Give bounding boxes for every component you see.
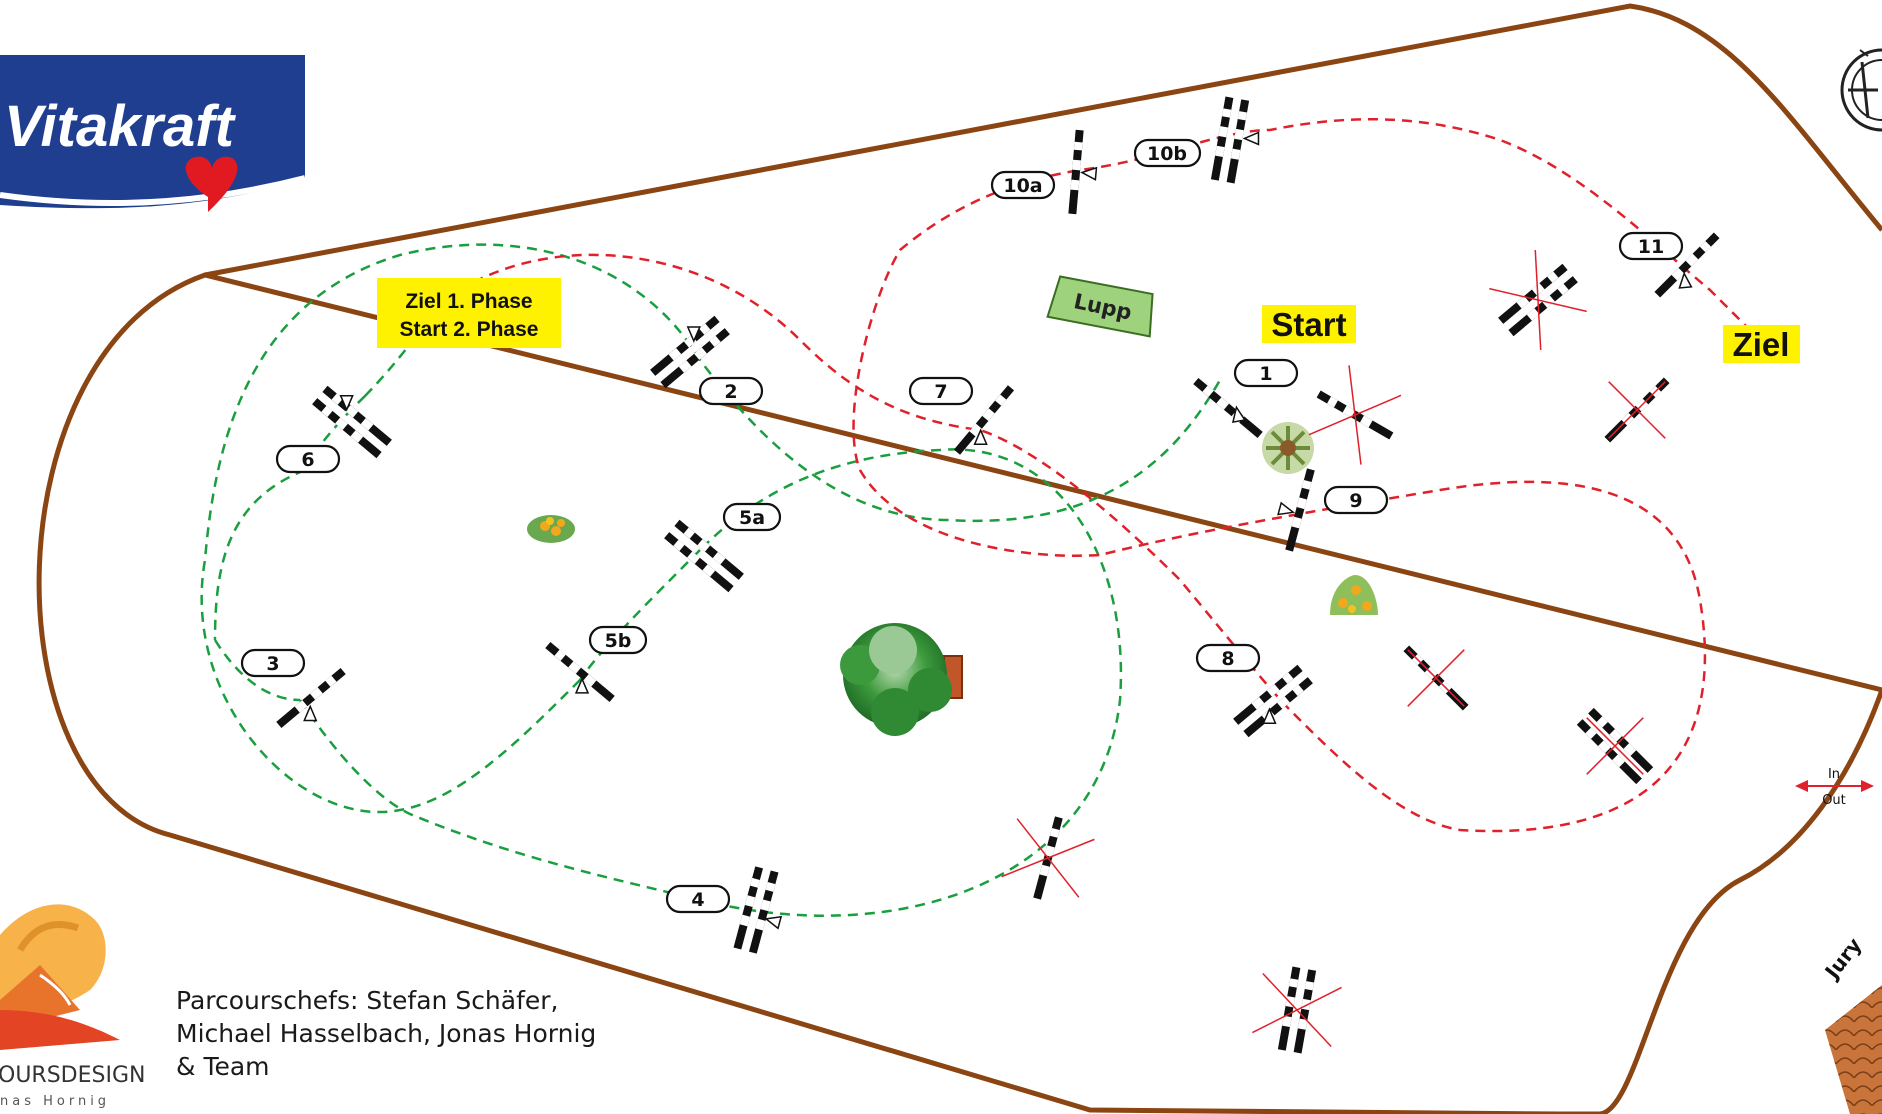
finish-label: Ziel	[1733, 326, 1790, 363]
phase-change-label: Ziel 1. Phase Start 2. Phase	[377, 278, 561, 348]
unused-jump	[1604, 377, 1670, 443]
unused-jump	[1001, 816, 1095, 900]
vitakraft-logo: Vitakraft	[0, 55, 306, 212]
jump-3	[276, 667, 346, 729]
obstacle-label-4: 4	[665, 884, 731, 914]
tree-icon	[840, 623, 963, 736]
svg-text:2: 2	[724, 381, 737, 403]
svg-text:1: 1	[1259, 363, 1272, 385]
compass-icon	[1840, 48, 1882, 132]
jump-5a	[664, 519, 744, 593]
red-heart-icon	[185, 156, 238, 212]
phase-label-line2: Start 2. Phase	[400, 318, 539, 341]
jump-10a	[1068, 129, 1098, 215]
svg-text:4: 4	[691, 889, 704, 911]
vitakraft-wordmark: Vitakraft	[4, 94, 237, 159]
lupp-area: Lupp	[1046, 275, 1154, 338]
obstacle-label-10b: 10b	[1133, 138, 1202, 168]
obstacle-label-1: 1	[1233, 358, 1299, 388]
unused-jump	[1403, 645, 1469, 711]
out-label: Out	[1822, 793, 1846, 808]
svg-text:7: 7	[934, 381, 947, 403]
phase-label-line1: Ziel 1. Phase	[405, 290, 532, 313]
svg-text:5b: 5b	[605, 630, 632, 652]
svg-text:3: 3	[266, 653, 279, 675]
svg-text:10b: 10b	[1147, 143, 1187, 165]
unused-jump	[1576, 707, 1654, 785]
svg-text:9: 9	[1349, 490, 1362, 512]
credit-line-3: & Team	[176, 1052, 270, 1081]
in-label: In	[1828, 767, 1840, 782]
designer-subname: nas Hornig	[0, 1094, 110, 1109]
jump-2	[650, 315, 730, 389]
obstacle-label-7: 7	[908, 376, 974, 406]
svg-text:11: 11	[1638, 236, 1664, 258]
arena-border	[36, 3, 1882, 1114]
designer-logo: OURSDESIGN nas Hornig	[0, 904, 145, 1109]
obstacle-label-10a: 10a	[990, 170, 1056, 200]
obstacle-label-3: 3	[240, 648, 306, 678]
unused-jump	[1308, 365, 1402, 465]
obstacle-label-5a: 5a	[722, 502, 782, 532]
designer-name: OURSDESIGN	[0, 1063, 145, 1088]
unused-jump	[1489, 250, 1587, 350]
obstacle-label-8: 8	[1195, 643, 1261, 673]
svg-text:8: 8	[1221, 648, 1234, 670]
svg-text:10a: 10a	[1003, 175, 1042, 197]
start-label: Start	[1271, 306, 1346, 343]
unused-jump	[1252, 966, 1342, 1054]
obstacle-label-11: 11	[1618, 231, 1684, 261]
obstacle-label-2: 2	[698, 376, 764, 406]
jump-8	[1233, 664, 1313, 738]
obstacle-label-5b: 5b	[588, 625, 648, 655]
jury-stand: Jury	[1819, 933, 1882, 1114]
in-out-gate: In Out	[1795, 767, 1874, 808]
phase2-route	[444, 118, 1761, 833]
obstacle-label-6: 6	[275, 444, 341, 474]
credit-line-2: Michael Hasselbach, Jonas Hornig	[176, 1019, 597, 1048]
shrub-icon	[1330, 575, 1378, 615]
course-designers-credit: Parcourschefs: Stefan Schäfer, Michael H…	[176, 984, 596, 1083]
obstacle-label-9: 9	[1323, 485, 1389, 515]
svg-text:5a: 5a	[739, 507, 765, 529]
flower-bed-icon	[527, 515, 575, 543]
svg-text:6: 6	[301, 449, 314, 471]
jury-label: Jury	[1819, 933, 1867, 984]
small-tree-icon	[1262, 422, 1314, 474]
phase1-route	[200, 243, 1222, 917]
jump-4	[733, 866, 782, 954]
jump-10b	[1210, 96, 1260, 184]
credit-line-1: Parcourschefs: Stefan Schäfer,	[176, 986, 559, 1015]
